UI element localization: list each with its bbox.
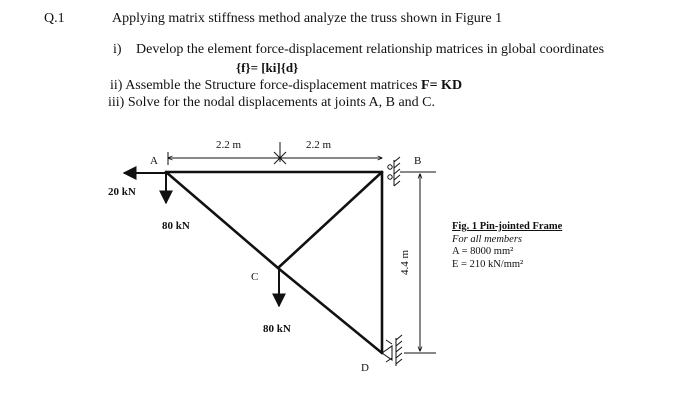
joint-d-label: D xyxy=(361,362,369,374)
member-ac xyxy=(164,170,280,270)
task-2-roman: ii) xyxy=(110,78,123,93)
dim-left-span: 2.2 m xyxy=(216,139,242,151)
task-3-text: Solve for the nodal displacements at joi… xyxy=(127,95,436,110)
load-vertical-c: 80 kN xyxy=(263,268,291,335)
joint-c-label: C xyxy=(251,271,258,283)
dim-right-span: 2.2 m xyxy=(306,139,332,151)
load-horizontal-a-label: 20 kN xyxy=(108,186,136,198)
caption-subtitle: For all members xyxy=(452,233,522,245)
load-horizontal-a: 20 kN xyxy=(108,166,166,198)
caption-title: Fig. 1 Pin-jointed Frame xyxy=(452,221,563,232)
task-3-roman: iii) xyxy=(108,95,125,110)
load-vertical-a-label: 80 kN xyxy=(162,220,190,232)
load-vertical-a: 80 kN xyxy=(159,173,190,232)
member-bc xyxy=(276,170,384,270)
dim-height: 4.4 m xyxy=(399,250,411,276)
support-d xyxy=(381,334,403,366)
joint-b-label: B xyxy=(414,155,421,167)
load-vertical-c-label: 80 kN xyxy=(263,323,291,335)
support-b xyxy=(387,156,401,187)
figure-caption: Fig. 1 Pin-jointed Frame For all members… xyxy=(452,221,562,271)
caption-area: A = 8000 mm² xyxy=(452,246,514,257)
question-number: Q.1 xyxy=(44,11,65,26)
task-2-line: ii) Assemble the Structure force-displac… xyxy=(110,79,462,93)
caption-modulus: E = 210 kN/mm² xyxy=(452,258,524,270)
task-3-line: iii) Solve for the nodal displacements a… xyxy=(108,96,435,110)
task-1-roman: i) xyxy=(113,42,122,57)
task-1-text: Develop the element force-displacement r… xyxy=(136,42,605,57)
question-prompt: Applying matrix stiffness method analyze… xyxy=(112,11,503,26)
joint-a-label: A xyxy=(150,155,158,167)
truss-members xyxy=(164,170,384,355)
stiffness-equation: {f}= [ki]{d} xyxy=(236,60,299,75)
dimension-vertical: 4.4 m xyxy=(399,171,436,354)
member-cd xyxy=(276,266,384,355)
dimension-horizontal: 2.2 m 2.2 m xyxy=(167,139,382,165)
task-2-emphasis: F= KD xyxy=(421,78,463,93)
task-2-text: Assemble the Structure force-displacemen… xyxy=(125,78,422,93)
